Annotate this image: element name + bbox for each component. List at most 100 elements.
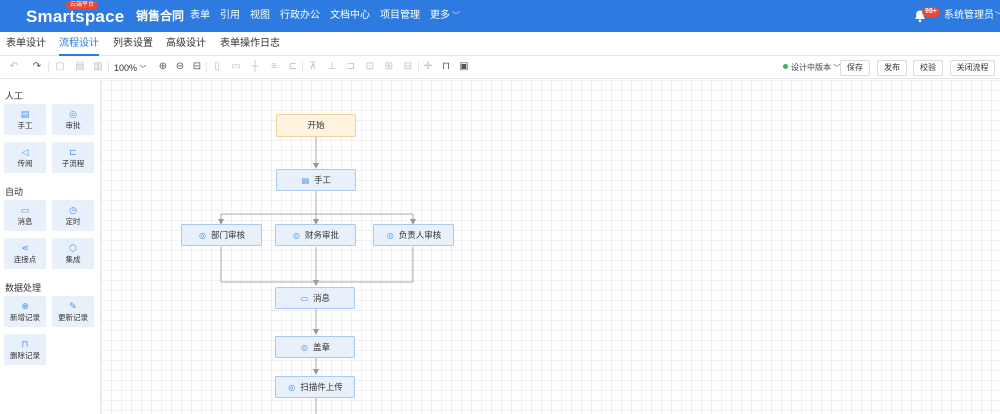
timer-icon: ◷ [69, 205, 77, 215]
align-middle-icon[interactable]: ≡ [271, 61, 277, 72]
subflow-icon: ⊏ [69, 147, 77, 157]
align-left-icon[interactable]: ▯ [214, 61, 220, 72]
align-center-icon[interactable]: ▭ [231, 61, 241, 72]
validate-button[interactable]: 校验 [913, 60, 943, 76]
palette-item-add-record[interactable]: ⊕新增记录 [4, 296, 46, 327]
send-icon: ◁ [21, 147, 29, 157]
toolbar-divider [206, 62, 207, 73]
flow-node-manual[interactable]: ▤手工 [276, 169, 356, 191]
tab-list-settings[interactable]: 列表设置 [113, 38, 153, 49]
form-icon: ▤ [20, 109, 30, 119]
palette-item-delete-record[interactable]: ⊓ 删除记录 [4, 334, 46, 365]
user-menu[interactable]: 系统管理员﹀ [944, 0, 1000, 32]
copy-icon[interactable]: ▢ [55, 61, 65, 72]
palette-item-label: 连接点 [13, 255, 37, 264]
palette-item-timer[interactable]: ◷定时 [52, 200, 94, 231]
zoom-select[interactable]: 100% ﹀ [114, 57, 147, 81]
tab-advanced-design[interactable]: 高级设计 [166, 38, 206, 49]
tab-flow-design[interactable]: 流程设计 [59, 32, 99, 56]
palette-item-manual[interactable]: ▤手工 [4, 104, 46, 135]
nav-item-view[interactable]: 视图 [250, 10, 270, 21]
user-icon: ◎ [198, 231, 206, 240]
top-navigation-bar: Smartspace 云端平台 销售合同 表单 引用 视图 行政办公 文档中心 … [0, 0, 1000, 32]
node-label: 消息 [312, 293, 330, 303]
paste-icon[interactable]: ▤ [75, 61, 85, 72]
message-icon: ▭ [300, 294, 309, 303]
node-label: 部门审核 [210, 230, 245, 240]
share-icon: ⋖ [21, 243, 29, 253]
distribute-horizontal-icon[interactable]: ⊼ [309, 61, 317, 72]
align-top-icon[interactable]: ⊐ [346, 61, 356, 72]
flow-node-finance-approve[interactable]: ◎财务审批 [275, 224, 356, 246]
group-title-auto: 自动 [5, 187, 24, 197]
logo-badge: 云端平台 [66, 1, 99, 10]
palette-item-label: 子流程 [61, 159, 85, 168]
flow-node-owner-review[interactable]: ◎负责人审核 [373, 224, 454, 246]
chevron-down-icon: ﹀ [139, 66, 147, 73]
top-nav: 表单 引用 视图 行政办公 文档中心 项目管理 更多﹀ [190, 0, 470, 32]
nav-item-document-center[interactable]: 文档中心 [330, 10, 370, 21]
cube-icon: ⬡ [69, 243, 77, 253]
redo-icon[interactable]: ↷ [32, 61, 42, 72]
nav-item-form[interactable]: 表单 [190, 10, 210, 21]
same-size-icon[interactable]: ⊟ [403, 61, 413, 72]
logo[interactable]: Smartspace 云端平台 [26, 1, 125, 28]
image-export-icon[interactable]: ▣ [459, 61, 469, 72]
palette-item-label: 传阅 [17, 159, 33, 168]
edit-icon: ✎ [69, 301, 77, 311]
user-icon: ◎ [69, 109, 77, 119]
nav-item-project-management[interactable]: 项目管理 [380, 10, 420, 21]
app-title[interactable]: 销售合同 [136, 9, 185, 23]
nav-item-more[interactable]: 更多﹀ [430, 0, 460, 32]
zoom-in-icon[interactable]: ⊕ [158, 61, 168, 72]
same-height-icon[interactable]: ⊞ [384, 61, 394, 72]
zoom-out-icon[interactable]: ⊖ [175, 61, 185, 72]
distribute-vertical-icon[interactable]: ⊥ [327, 61, 337, 72]
close-flow-button[interactable]: 关闭流程 [950, 60, 995, 76]
fit-view-icon[interactable]: ⊟ [192, 61, 202, 72]
palette-item-update-record[interactable]: ✎ 更新记录 [52, 296, 94, 327]
form-icon: ▤ [301, 176, 310, 185]
undo-icon[interactable]: ↶ [9, 61, 19, 72]
nav-item-reference[interactable]: 引用 [220, 10, 240, 21]
move-icon[interactable]: ✛ [423, 61, 433, 72]
toolbar-divider [48, 62, 49, 73]
user-icon: ◎ [300, 343, 308, 352]
flow-node-seal[interactable]: ◎ 盖章 [275, 336, 355, 358]
version-select[interactable]: 设计中版本 ﹀ [783, 57, 840, 80]
nav-more-label: 更多 [430, 10, 450, 21]
group-title-data-processing: 数据处理 [5, 283, 42, 293]
palette-item-connector[interactable]: ⋖ 连接点 [4, 238, 46, 269]
palette-item-integration[interactable]: ⬡集成 [52, 238, 94, 269]
toolbar-divider [108, 62, 109, 73]
same-width-icon[interactable]: ⊡ [365, 61, 375, 72]
tab-form-design[interactable]: 表单设计 [6, 38, 46, 49]
lock-icon[interactable]: ⊓ [442, 61, 450, 72]
node-label: 手工 [313, 175, 331, 185]
flow-canvas[interactable]: 开始 ▤手工 ◎ 部门审核 ◎财务审批 ◎负责人审核 ▭消息 ◎ 盖章 ◎扫描件上传 [101, 80, 1000, 414]
palette-item-label: 更新记录 [58, 313, 88, 322]
flow-node-start[interactable]: 开始 [276, 114, 356, 137]
palette-item-circulate[interactable]: ◁ 传阅 [4, 142, 46, 173]
flow-node-message[interactable]: ▭消息 [275, 287, 355, 309]
align-bottom-icon[interactable]: ⊏ [288, 61, 298, 72]
palette-item-label: 删除记录 [10, 351, 40, 360]
nav-item-admin-office[interactable]: 行政办公 [280, 10, 320, 21]
delete-icon[interactable]: ▥ [93, 61, 103, 72]
status-dot [783, 64, 788, 69]
logo-text: Smartspace [26, 7, 125, 26]
flow-node-dept-review[interactable]: ◎ 部门审核 [181, 224, 262, 246]
node-label: 盖章 [312, 342, 330, 352]
add-circle-icon: ⊕ [21, 301, 29, 311]
palette-item-subflow[interactable]: ⊏ 子流程 [52, 142, 94, 173]
trash-icon: ⊓ [21, 339, 29, 349]
palette-item-message[interactable]: ▭消息 [4, 200, 46, 231]
publish-button[interactable]: 发布 [877, 60, 907, 76]
node-label: 开始 [307, 120, 325, 130]
align-right-icon[interactable]: ┼ [251, 61, 259, 72]
save-button[interactable]: 保存 [840, 60, 870, 76]
tab-form-operation-log[interactable]: 表单操作日志 [220, 38, 280, 49]
flow-node-scan-upload[interactable]: ◎扫描件上传 [275, 376, 355, 398]
palette-item-label: 审批 [65, 121, 81, 130]
palette-item-approve[interactable]: ◎ 审批 [52, 104, 94, 135]
